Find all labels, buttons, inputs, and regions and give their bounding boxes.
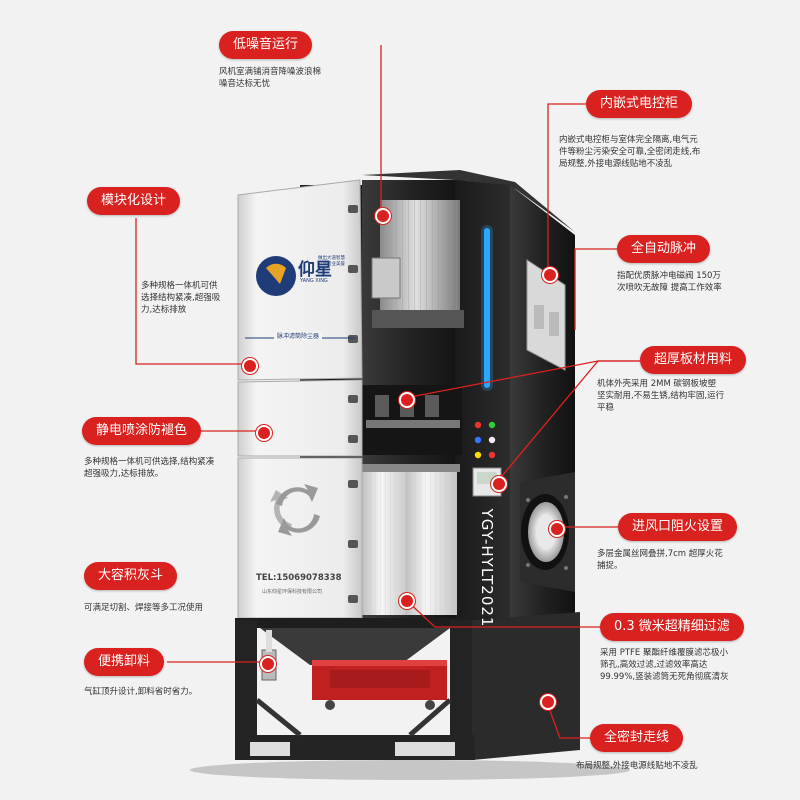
brand-logo-text: 仰星 — [298, 260, 332, 280]
marker-auto-pulse[interactable] — [491, 476, 507, 492]
tag-anti-rust[interactable]: 静电喷涂防褪色 — [82, 417, 202, 445]
desc-embedded-cabinet: 内嵌式电控柜与室体完全隔离,电气元件等粉尘污染安全可靠,全密闭走线,布局规整,外… — [559, 135, 701, 169]
desc-sealed-wiring: 布局规整,外接电源线贴地不凌乱 — [576, 761, 698, 771]
panel-label: 脉冲滤筒除尘器 — [274, 331, 323, 340]
tag-unload[interactable]: 便携卸料 — [84, 648, 165, 676]
tag-inlet[interactable]: 进风口阻火设置 — [618, 513, 738, 541]
brand-slogan: 做出大道智慧 打造行业美誉 — [318, 256, 345, 267]
company-label: 山东仰星环保科技有限公司 — [262, 589, 323, 595]
marker-modular[interactable] — [242, 358, 258, 374]
marker-sealed-wiring[interactable] — [540, 694, 556, 710]
desc-auto-pulse: 指配优质脉冲电磁阀 150万次喷吹无故障 提高工作效率 — [617, 271, 722, 293]
desc-anti-rust: 多种规格一体机可供选择,结构紧凑超强吸力,达标排放。 — [84, 457, 215, 479]
marker-filter[interactable] — [399, 593, 415, 609]
tag-filter[interactable]: 0.3 微米超精细过滤 — [600, 613, 744, 641]
marker-embedded-cabinet[interactable] — [542, 267, 558, 283]
tag-low-noise[interactable]: 低噪音运行 — [219, 31, 313, 59]
marker-anti-rust[interactable] — [256, 425, 272, 441]
tag-thick-plate[interactable]: 超厚板材用料 — [640, 346, 747, 374]
tag-ash-hopper[interactable]: 大容积灰斗 — [84, 562, 178, 590]
marker-unload[interactable] — [260, 656, 276, 672]
desc-inlet: 多层金属丝网叠拼,7cm 超厚火花捕捉。 — [597, 549, 723, 571]
tag-auto-pulse[interactable]: 全自动脉冲 — [617, 235, 711, 263]
brand-logo-sub: YANG XING — [300, 278, 328, 284]
desc-low-noise: 风机室满铺消音降噪波浪棉噪音达标无忧 — [219, 67, 322, 89]
tag-embedded-cabinet[interactable]: 内嵌式电控柜 — [586, 90, 693, 118]
desc-modular: 多种规格一体机可供选择结构紧凑,超强吸力,达标排放 — [141, 281, 221, 315]
marker-thick-plate[interactable] — [399, 392, 415, 408]
tel-label: TEL:15069078338 — [256, 573, 342, 583]
desc-unload: 气缸顶升设计,卸料省时省力。 — [84, 687, 198, 697]
tag-modular[interactable]: 模块化设计 — [87, 187, 181, 215]
desc-thick-plate: 机体外壳采用 2MM 碳钢板坡塑坚实耐用,不易生锈,结构牢固,运行平稳 — [597, 379, 725, 413]
model-label: YGY-HYLT2021 — [478, 508, 496, 628]
front-panels — [237, 179, 363, 619]
tag-sealed-wiring[interactable]: 全密封走线 — [590, 724, 684, 752]
marker-inlet[interactable] — [549, 521, 565, 537]
marker-low-noise[interactable] — [375, 208, 391, 224]
desc-ash-hopper: 可满足切割、焊接等多工况使用 — [84, 603, 204, 613]
